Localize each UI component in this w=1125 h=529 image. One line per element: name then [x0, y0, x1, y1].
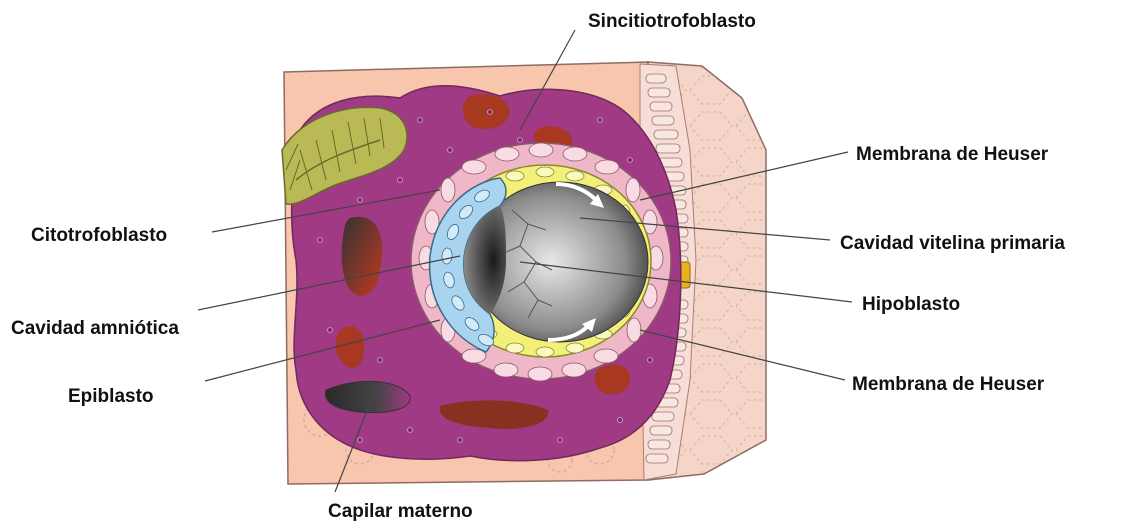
label-hipoblasto: Hipoblasto	[862, 295, 960, 314]
label-sincitiotrofoblasto: Sincitiotrofoblasto	[588, 12, 756, 31]
label-cavidad-amniotica: Cavidad amniótica	[11, 319, 179, 338]
label-capilar-materno: Capilar materno	[328, 502, 473, 521]
label-epiblasto: Epiblasto	[68, 387, 154, 406]
label-citotrofoblasto: Citotrofoblasto	[31, 226, 167, 245]
label-membrana-heuser-bottom: Membrana de Heuser	[852, 375, 1044, 394]
label-membrana-heuser-top: Membrana de Heuser	[856, 145, 1048, 164]
label-cavidad-vitelina-primaria: Cavidad vitelina primaria	[840, 234, 1065, 253]
